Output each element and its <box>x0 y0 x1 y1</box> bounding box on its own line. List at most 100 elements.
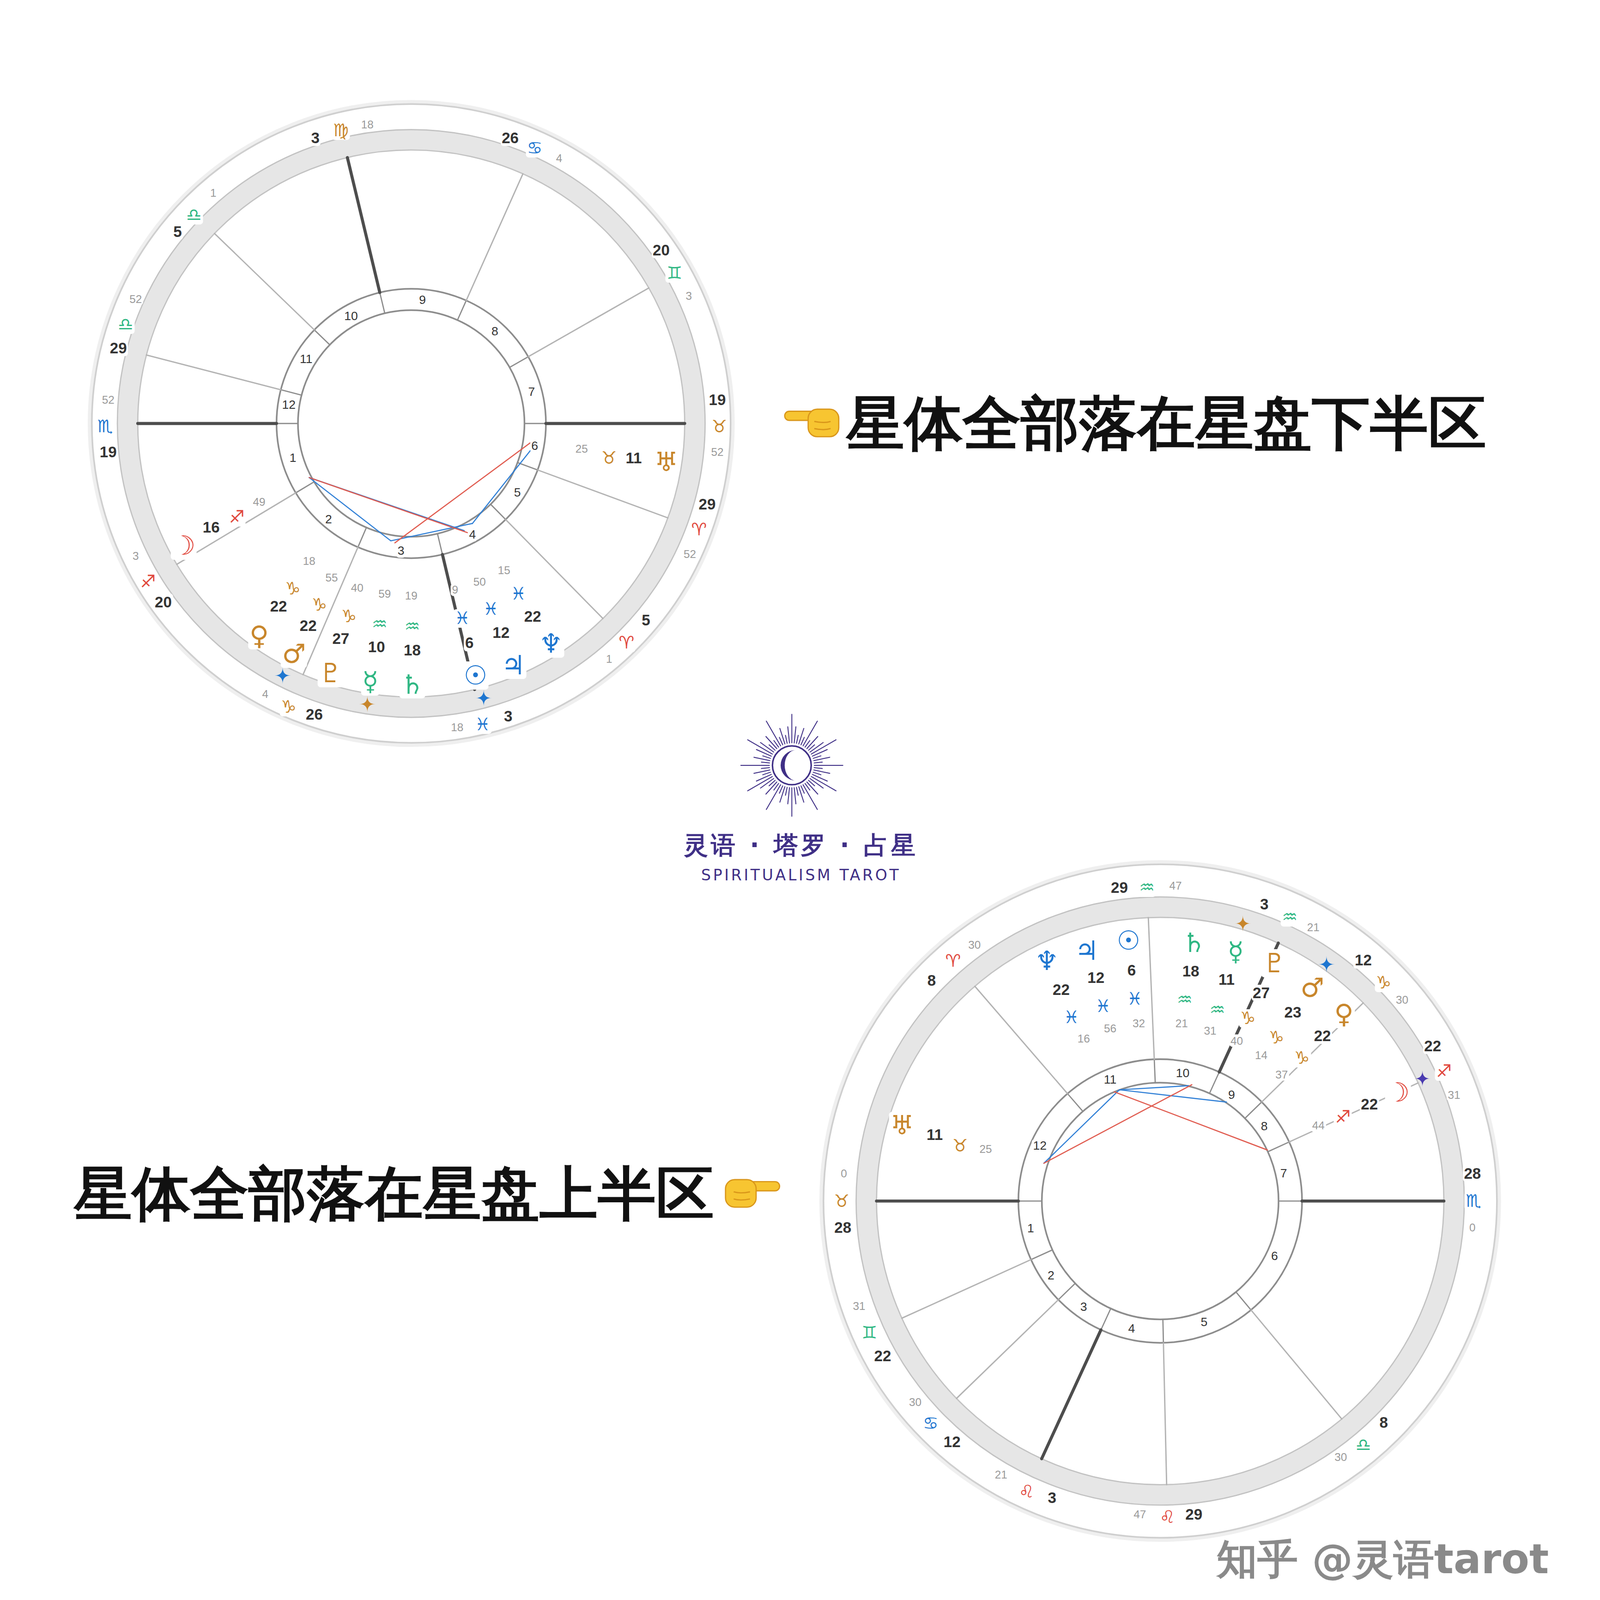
house-ring <box>276 288 546 558</box>
sign-glyph: ♒ <box>403 617 422 636</box>
degree-number: 22 <box>268 597 289 615</box>
degree-number: 23 <box>1283 1004 1303 1021</box>
minute-number: 31 <box>1446 1088 1462 1102</box>
sign-glyph: ♎ <box>116 315 135 334</box>
minute-number: 25 <box>978 1142 994 1156</box>
house-tick <box>509 356 528 368</box>
degree-number: 29 <box>108 339 128 357</box>
house-number: 9 <box>418 293 428 307</box>
logo-ray <box>747 739 773 755</box>
sign-glyph: ♓ <box>1125 989 1144 1009</box>
degree-number: 5 <box>172 223 184 241</box>
sign-glyph: ♑ <box>1238 1009 1257 1028</box>
house-tick <box>1209 1072 1220 1094</box>
sign-glyph: ♊ <box>665 264 684 283</box>
minute-number: 0 <box>1467 1221 1477 1234</box>
logo-ray <box>798 786 804 803</box>
logo-ray <box>740 764 770 766</box>
sign-glyph: ♓ <box>481 600 500 619</box>
aspect-line <box>309 477 467 533</box>
band-edge <box>137 150 685 697</box>
watermark: 知乎 @灵语tarot <box>1216 1538 1550 1580</box>
logo-ray <box>791 787 793 817</box>
logo-ray <box>761 762 770 764</box>
house-tick <box>524 422 546 425</box>
house-number: 2 <box>1046 1268 1056 1283</box>
degree-number: 27 <box>1251 984 1271 1002</box>
degree-number: 27 <box>331 630 351 648</box>
house-cusp <box>975 986 1068 1094</box>
sign-glyph: ♉ <box>710 417 729 436</box>
sign-glyph: ♐ <box>1435 1062 1454 1081</box>
zodiac-band <box>127 139 695 708</box>
sign-glyph: ♌ <box>1017 1482 1036 1502</box>
aspect-line <box>390 523 473 541</box>
logo-ray <box>791 714 793 743</box>
logo-ray <box>796 735 799 744</box>
planet-glyph: ☉ <box>462 661 489 690</box>
sign-glyph: ♒ <box>1175 990 1194 1010</box>
minute-number: 40 <box>349 581 365 594</box>
degree-number: 5 <box>640 612 652 629</box>
minute-number: 21 <box>1305 921 1321 934</box>
logo-ray <box>779 786 785 803</box>
house-number: 1 <box>1025 1221 1036 1236</box>
sign-glyph: ♊ <box>860 1323 879 1342</box>
planet-glyph: ☽ <box>170 532 197 560</box>
house-ring <box>1018 1059 1303 1343</box>
degree-number: 22 <box>872 1347 893 1365</box>
house-tick <box>1018 1200 1043 1202</box>
sign-glyph: ♑ <box>1267 1028 1286 1048</box>
sign-glyph: ♍ <box>331 121 350 140</box>
planet-glyph: ♆ <box>538 630 565 658</box>
degree-number: 19 <box>707 391 728 409</box>
house-number: 10 <box>1174 1066 1191 1080</box>
house-tick <box>295 481 315 493</box>
logo-ray <box>813 757 831 761</box>
angle-line <box>545 421 685 425</box>
sign-glyph: ♐ <box>227 508 246 527</box>
minute-number: 16 <box>1076 1032 1091 1045</box>
house-cusp <box>214 233 315 331</box>
minute-number: 21 <box>1174 1017 1189 1030</box>
minute-number: 30 <box>967 938 982 952</box>
degree-number: 3 <box>1258 895 1270 913</box>
house-number: 11 <box>1102 1072 1118 1087</box>
logo-ray <box>756 774 772 782</box>
house-tick <box>437 533 443 555</box>
heading: 星体全部落在星盘下半区 <box>846 394 1487 453</box>
zodiac-band <box>866 907 1455 1495</box>
minute-number: 47 <box>1168 879 1183 892</box>
sign-glyph: ♓ <box>509 584 528 604</box>
sign-glyph: ♏ <box>96 417 115 436</box>
sign-glyph: ♒ <box>1138 878 1157 897</box>
sign-glyph: ♎ <box>184 206 203 225</box>
degree-number: 28 <box>833 1219 853 1237</box>
degree-number: 12 <box>942 1433 962 1451</box>
outer-halo <box>89 102 733 746</box>
house-cusp <box>1148 917 1155 1060</box>
logo-ray <box>814 767 823 769</box>
sign-glyph: ♈ <box>944 951 963 971</box>
logo-ray <box>812 749 828 757</box>
house-cusp <box>528 287 649 357</box>
house-tick <box>1101 1308 1111 1330</box>
logo-ray <box>785 787 788 795</box>
degree-number: 26 <box>500 129 521 146</box>
planet-glyph: ♅ <box>889 1111 916 1140</box>
house-number: 7 <box>527 385 537 399</box>
sign-glyph: ♈ <box>617 633 636 653</box>
logo-ray <box>766 721 781 746</box>
planet-glyph: ♇ <box>317 659 344 688</box>
house-number: 7 <box>1278 1166 1289 1181</box>
aspect-line <box>472 448 532 524</box>
sign-glyph: ♋ <box>921 1414 940 1433</box>
sign-glyph: ♐ <box>1333 1108 1352 1127</box>
degree-number: 29 <box>1184 1506 1204 1523</box>
sign-glyph: ♉ <box>832 1191 851 1211</box>
house-tick <box>1030 1249 1053 1260</box>
degree-number: 12 <box>1353 951 1373 969</box>
house-tick <box>1154 1059 1156 1083</box>
degree-number: 11 <box>925 1126 944 1144</box>
